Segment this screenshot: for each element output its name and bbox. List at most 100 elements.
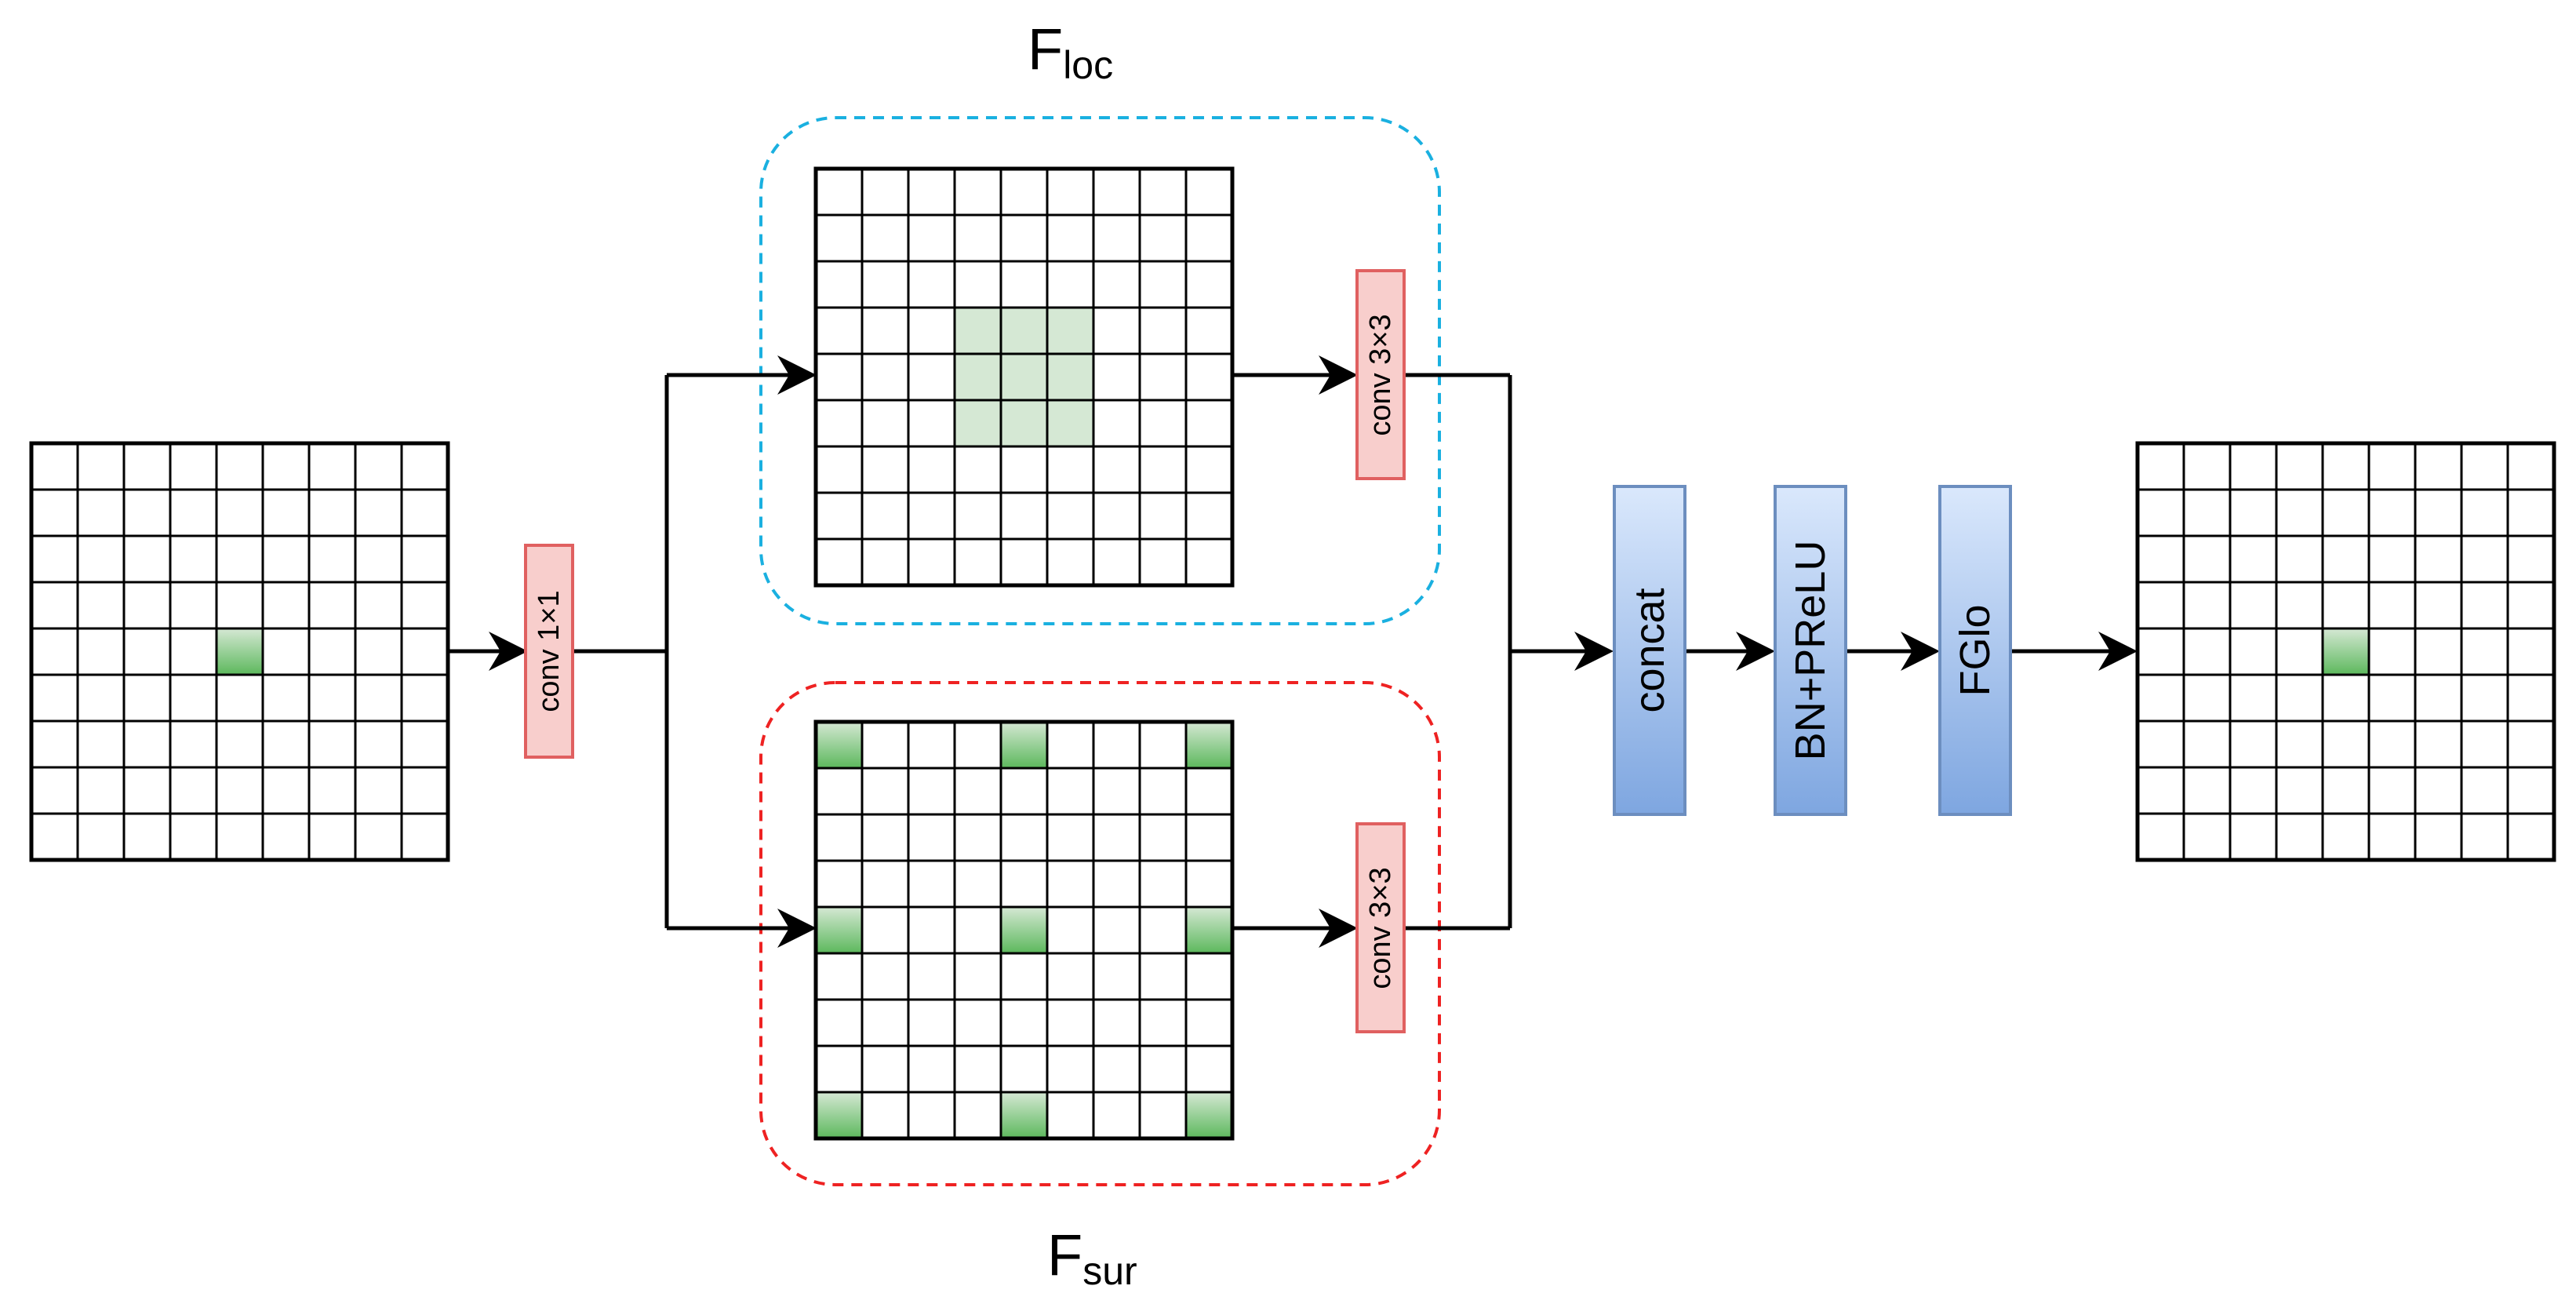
grid-cell <box>999 213 1049 263</box>
grid-cell <box>814 167 864 217</box>
grid-cell <box>953 998 1002 1047</box>
svg-text:conv 1×1: conv 1×1 <box>533 590 566 712</box>
grid-cell <box>2506 581 2556 630</box>
grid-cell <box>2414 488 2463 537</box>
grid-cell <box>953 537 1002 587</box>
grid-cell <box>953 859 1002 909</box>
grid-cell <box>307 766 357 815</box>
grid-cell <box>2414 627 2463 676</box>
grid-cell <box>76 534 126 584</box>
grid-cell <box>2182 812 2232 861</box>
grid-cell <box>1046 1044 1095 1094</box>
grid-cell <box>860 260 910 309</box>
highlighted-cell <box>1184 905 1234 955</box>
grid-cell <box>999 767 1049 816</box>
grid-cell <box>1092 767 1141 816</box>
grid-cell <box>2229 673 2278 723</box>
grid-cell <box>354 488 403 537</box>
grid-cell <box>2275 673 2324 723</box>
grid-cell <box>76 719 126 769</box>
grid-cell <box>215 766 264 815</box>
grid-cell <box>953 213 1002 263</box>
grid-cell <box>1046 813 1095 862</box>
grid-cell <box>2506 627 2556 676</box>
grid-cell <box>2414 581 2463 630</box>
grid-cell <box>2275 534 2324 584</box>
grid-cell <box>2367 442 2417 491</box>
grid-cell <box>122 442 172 491</box>
grid-cell <box>1046 213 1095 263</box>
grid-cell <box>215 488 264 537</box>
grid-cell <box>907 213 956 263</box>
grid-cell <box>1184 445 1234 494</box>
grid-cell <box>307 812 357 861</box>
grid-cell <box>261 766 311 815</box>
grid-cell <box>30 442 79 491</box>
grid-cell <box>907 1091 956 1140</box>
conv3x3-surround-block: conv 3×3 <box>1355 822 1406 1033</box>
grid-cell <box>2275 442 2324 491</box>
grid-cell <box>122 812 172 861</box>
grid-cell <box>354 442 403 491</box>
grid-cell <box>307 581 357 630</box>
grid-cell <box>1138 352 1188 402</box>
grid-cell <box>2367 719 2417 769</box>
grid-cell <box>1138 952 1188 1001</box>
grid-cell <box>1138 720 1188 770</box>
grid-cell <box>953 491 1002 541</box>
grid-cell <box>261 442 311 491</box>
grid-cell <box>169 673 218 723</box>
grid-cell <box>2136 673 2185 723</box>
grid-cell <box>400 766 449 815</box>
conv1x1-block: conv 1×1 <box>524 544 574 759</box>
grid-cell <box>907 260 956 309</box>
grid-cell <box>999 813 1049 862</box>
grid-cell <box>2414 534 2463 584</box>
grid-cell <box>400 534 449 584</box>
grid-cell <box>907 767 956 816</box>
grid-cell <box>953 260 1002 309</box>
grid-cell <box>1138 905 1188 955</box>
fglo-block: FGlo <box>1938 485 2012 816</box>
highlighted-cell <box>1046 306 1095 355</box>
grid-cell <box>2506 719 2556 769</box>
grid-cell <box>1184 260 1234 309</box>
grid-cell <box>953 952 1002 1001</box>
grid-cell <box>2182 442 2232 491</box>
grid-cell <box>860 1091 910 1140</box>
grid-cell <box>1092 1091 1141 1140</box>
grid-cell <box>122 627 172 676</box>
highlighted-cell <box>999 399 1049 448</box>
grid-cell <box>215 673 264 723</box>
grid-cell <box>2367 488 2417 537</box>
grid-cell <box>860 1044 910 1094</box>
grid-cell <box>354 719 403 769</box>
grid-cell <box>169 442 218 491</box>
grid-cell <box>2182 719 2232 769</box>
grid-cell <box>999 952 1049 1001</box>
grid-cell <box>2367 766 2417 815</box>
grid-cell <box>999 167 1049 217</box>
grid-cell <box>953 1044 1002 1094</box>
grid-cell <box>907 1044 956 1094</box>
grid-cell <box>122 534 172 584</box>
svg-text:concat: concat <box>1626 588 1673 712</box>
grid-cell <box>907 352 956 402</box>
grid-cell <box>2182 534 2232 584</box>
grid-cell <box>1184 399 1234 448</box>
grid-cell <box>1092 998 1141 1047</box>
grid-cell <box>860 213 910 263</box>
grid-cell <box>1092 952 1141 1001</box>
grid-cell <box>2136 581 2185 630</box>
grid-cell <box>953 767 1002 816</box>
grid-cell <box>1092 445 1141 494</box>
highlighted-cell <box>953 352 1002 402</box>
grid-cell <box>2506 534 2556 584</box>
grid-cell <box>953 905 1002 955</box>
grid-cell <box>2460 719 2509 769</box>
grid-cell <box>953 445 1002 494</box>
grid-cell <box>2321 581 2370 630</box>
grid-cell <box>1092 167 1141 217</box>
conv3x3-local-block: conv 3×3 <box>1355 269 1406 480</box>
grid-cell <box>2321 442 2370 491</box>
